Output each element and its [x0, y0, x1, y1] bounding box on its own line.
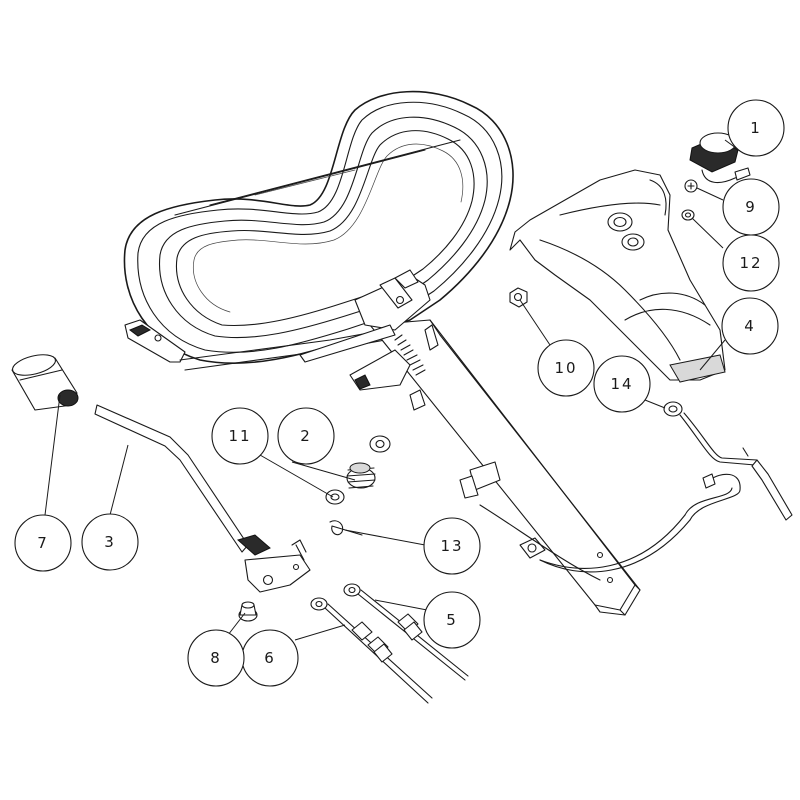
part-12-washer: [681, 209, 695, 221]
part-1-switch: [689, 132, 751, 184]
callout-label-14: 14: [610, 375, 633, 393]
leader-7: [44, 394, 61, 516]
callout-8: 8: [187, 629, 245, 687]
callout-10: 10: [537, 339, 595, 397]
callout-label-5: 5: [446, 611, 458, 629]
callout-12: 12: [722, 234, 780, 292]
callout-13: 13: [423, 517, 481, 575]
part-3-lever: [94, 404, 311, 593]
callout-label-10: 10: [554, 359, 577, 377]
main-column: [299, 269, 641, 616]
part-10-nut: [509, 287, 528, 308]
part-6-cable: [310, 597, 433, 704]
handlebar-frame: [123, 90, 514, 371]
column-spring: [394, 334, 426, 376]
callout-label-7: 7: [37, 534, 49, 552]
callout-label-8: 8: [210, 649, 222, 667]
part-9-screw: [684, 179, 698, 193]
callout-label-6: 6: [264, 649, 276, 667]
part-11-washer: [325, 489, 345, 505]
callout-label-11: 11: [228, 427, 251, 445]
part-14-ring-rod: [663, 401, 793, 521]
callout-7: 7: [14, 514, 72, 572]
leader-2: [291, 461, 356, 481]
callout-2: 2: [277, 407, 335, 465]
part-7-grip: [11, 354, 79, 411]
callout-label-9: 9: [745, 198, 757, 216]
leader-6: [294, 624, 346, 641]
leader-8: [227, 612, 246, 636]
callout-14: 14: [593, 355, 651, 413]
callout-9: 9: [722, 178, 780, 236]
leader-11: [259, 454, 334, 498]
part-4-cover: [509, 169, 726, 383]
callout-label-13: 13: [440, 537, 463, 555]
callout-11: 11: [211, 407, 269, 465]
callout-label-2: 2: [300, 427, 312, 445]
part-13-pin: [329, 520, 363, 536]
part-5-cable: [343, 583, 469, 681]
leader-lines: [44, 139, 741, 641]
leader-10: [519, 299, 551, 346]
callout-3: 3: [81, 513, 139, 571]
callout-label-1: 1: [750, 119, 762, 137]
callout-5: 5: [423, 591, 481, 649]
part-2-spring: [346, 435, 391, 489]
leader-4: [699, 339, 726, 371]
leader-9: [696, 187, 724, 201]
callout-label-12: 12: [739, 254, 762, 272]
callout-6: 6: [241, 629, 299, 687]
part-8-knob: [238, 601, 258, 622]
callout-4: 4: [721, 297, 779, 355]
callout-label-4: 4: [744, 317, 756, 335]
leader-3: [109, 444, 129, 516]
leader-13: [344, 529, 426, 546]
leader-5: [374, 599, 428, 611]
callout-label-3: 3: [104, 533, 116, 551]
leader-12: [691, 217, 724, 249]
callouts: 1 2 3 4 5 6 7 8: [14, 99, 785, 687]
throttle-cable: [479, 473, 741, 581]
callout-1: 1: [727, 99, 785, 157]
